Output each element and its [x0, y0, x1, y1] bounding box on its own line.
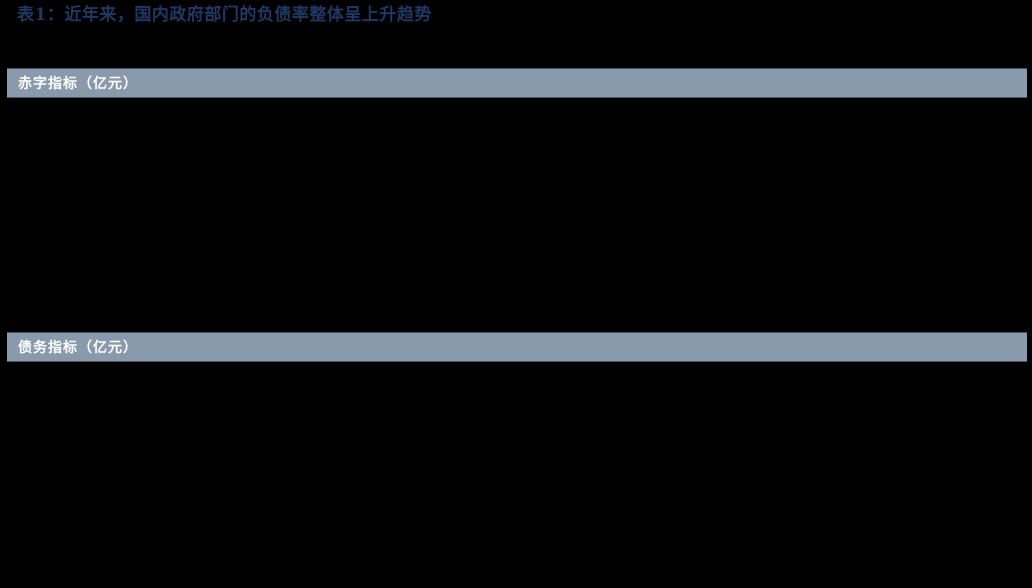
section-header-debt-indicators: 债务指标（亿元） [7, 332, 1027, 362]
section-header-label: 债务指标（亿元） [18, 340, 138, 356]
section-header-deficit-indicators: 赤字指标（亿元） [7, 68, 1027, 98]
section-body-deficit-indicators [7, 98, 1027, 332]
table-title: 表1：近年来，国内政府部门的负债率整体呈上升趋势 [17, 5, 432, 25]
section-body-debt-indicators [7, 362, 1027, 588]
section-header-label: 赤字指标（亿元） [18, 76, 138, 92]
